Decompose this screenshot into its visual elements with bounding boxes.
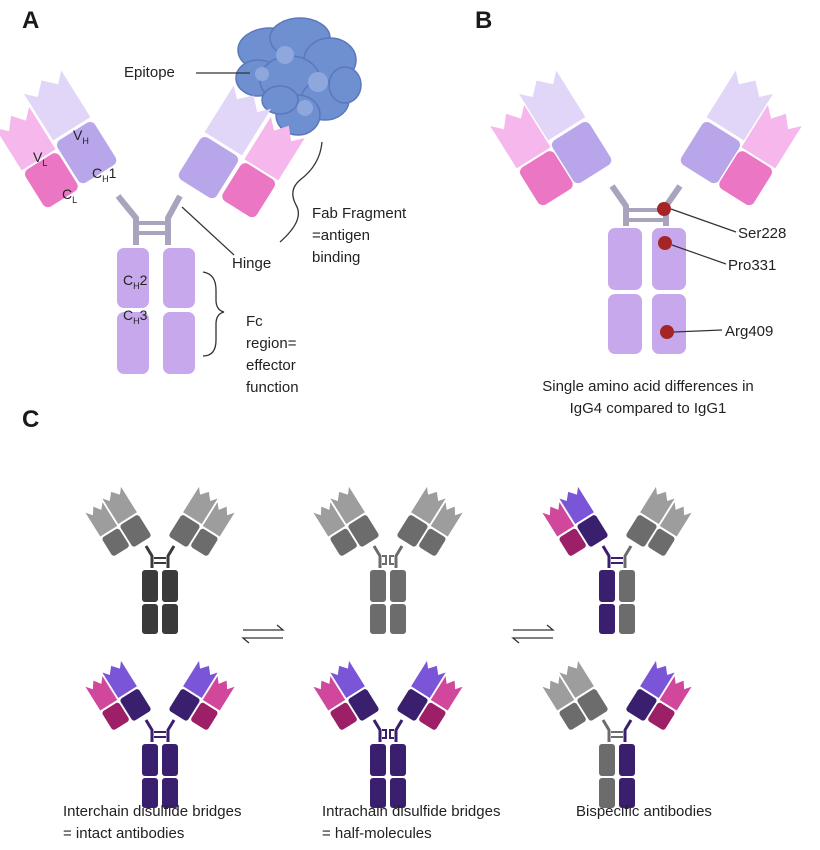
ser228-marker <box>657 202 671 216</box>
ch2-domain-left <box>117 248 149 308</box>
vl-label: VL <box>33 149 47 168</box>
ch3-domain-left <box>117 312 149 374</box>
arg409-leader <box>673 329 723 333</box>
ser228-label: Ser228 <box>738 225 786 242</box>
panel-b-caption-line1: Single amino acid differences in <box>542 378 754 395</box>
cl-domain-left <box>25 153 78 208</box>
panel-b: B <box>475 7 802 417</box>
ch1-domain-left <box>56 121 117 184</box>
ch2-label: CH2 <box>123 272 148 291</box>
arg409-label: Arg409 <box>725 323 773 340</box>
epitope-antigen <box>235 17 362 136</box>
fc-brace <box>202 271 225 357</box>
hinge-leader-line <box>181 206 235 256</box>
caption-intrachain-line2: = half-molecules <box>322 825 432 842</box>
panel-a: A <box>0 7 407 396</box>
hinge-region <box>115 194 183 245</box>
left-fab-arm <box>0 70 117 208</box>
panel-a-letter: A <box>22 7 39 34</box>
antibody-gray-intact <box>85 486 235 634</box>
igg4-left-fab-arm <box>490 70 612 206</box>
hinge-label: Hinge <box>232 255 271 272</box>
fab-brace <box>279 141 323 243</box>
fc-label-line2: region= <box>246 335 297 352</box>
panel-b-caption-line2: IgG4 compared to IgG1 <box>570 400 727 417</box>
caption-intrachain-line1: Intrachain disulfide bridges <box>322 803 500 820</box>
panel-c: C Interchain disulfide bridges = intact … <box>22 406 712 842</box>
equilibrium-arrow-left <box>241 624 285 644</box>
ch3-domain-right <box>163 312 195 374</box>
antibody-purple-half <box>313 660 463 808</box>
ch2-domain-right <box>163 248 195 308</box>
fab-label-line2: =antigen <box>312 227 370 244</box>
fc-label-line1: Fc <box>246 313 263 330</box>
antibody-gray-half <box>313 486 463 634</box>
vh-domain-left <box>23 70 91 141</box>
ch1-domain-right <box>178 136 239 199</box>
antibody-bispecific-top <box>542 486 692 634</box>
panel-c-letter: C <box>22 406 39 433</box>
fab-label-line1: Fab Fragment <box>312 205 407 222</box>
vl-domain-right <box>244 116 305 181</box>
cl-domain-right <box>222 163 275 218</box>
fc-label-line3: effector <box>246 357 296 374</box>
caption-bispecific: Bispecific antibodies <box>576 803 712 820</box>
igg4-right-fab-arm <box>680 70 802 206</box>
antibody-bispecific-bottom <box>542 660 692 808</box>
ser228-leader <box>670 208 737 233</box>
vl-domain-left <box>0 106 56 171</box>
right-fab-arm <box>178 85 305 218</box>
antibody-purple-intact <box>85 660 235 808</box>
fab-label-line3: binding <box>312 249 360 266</box>
panel-c-antibodies <box>85 486 692 808</box>
caption-interchain-line2: = intact antibodies <box>63 825 184 842</box>
epitope-label: Epitope <box>124 64 175 81</box>
cl-label: CL <box>62 186 77 205</box>
pro331-label: Pro331 <box>728 257 776 274</box>
ch3-label: CH3 <box>123 307 148 326</box>
pro331-marker <box>658 236 672 250</box>
arg409-marker <box>660 325 674 339</box>
vh-domain-right <box>204 85 272 156</box>
igg4-fc-region <box>608 228 686 354</box>
panel-b-letter: B <box>475 7 492 34</box>
fc-region <box>117 248 195 374</box>
pro331-leader <box>671 244 727 265</box>
vh-label: VH <box>73 127 89 146</box>
equilibrium-arrow-right <box>511 624 555 644</box>
caption-interchain-line1: Interchain disulfide bridges <box>63 803 241 820</box>
fc-label-line4: function <box>246 379 299 396</box>
ch1-label: CH1 <box>92 165 117 184</box>
